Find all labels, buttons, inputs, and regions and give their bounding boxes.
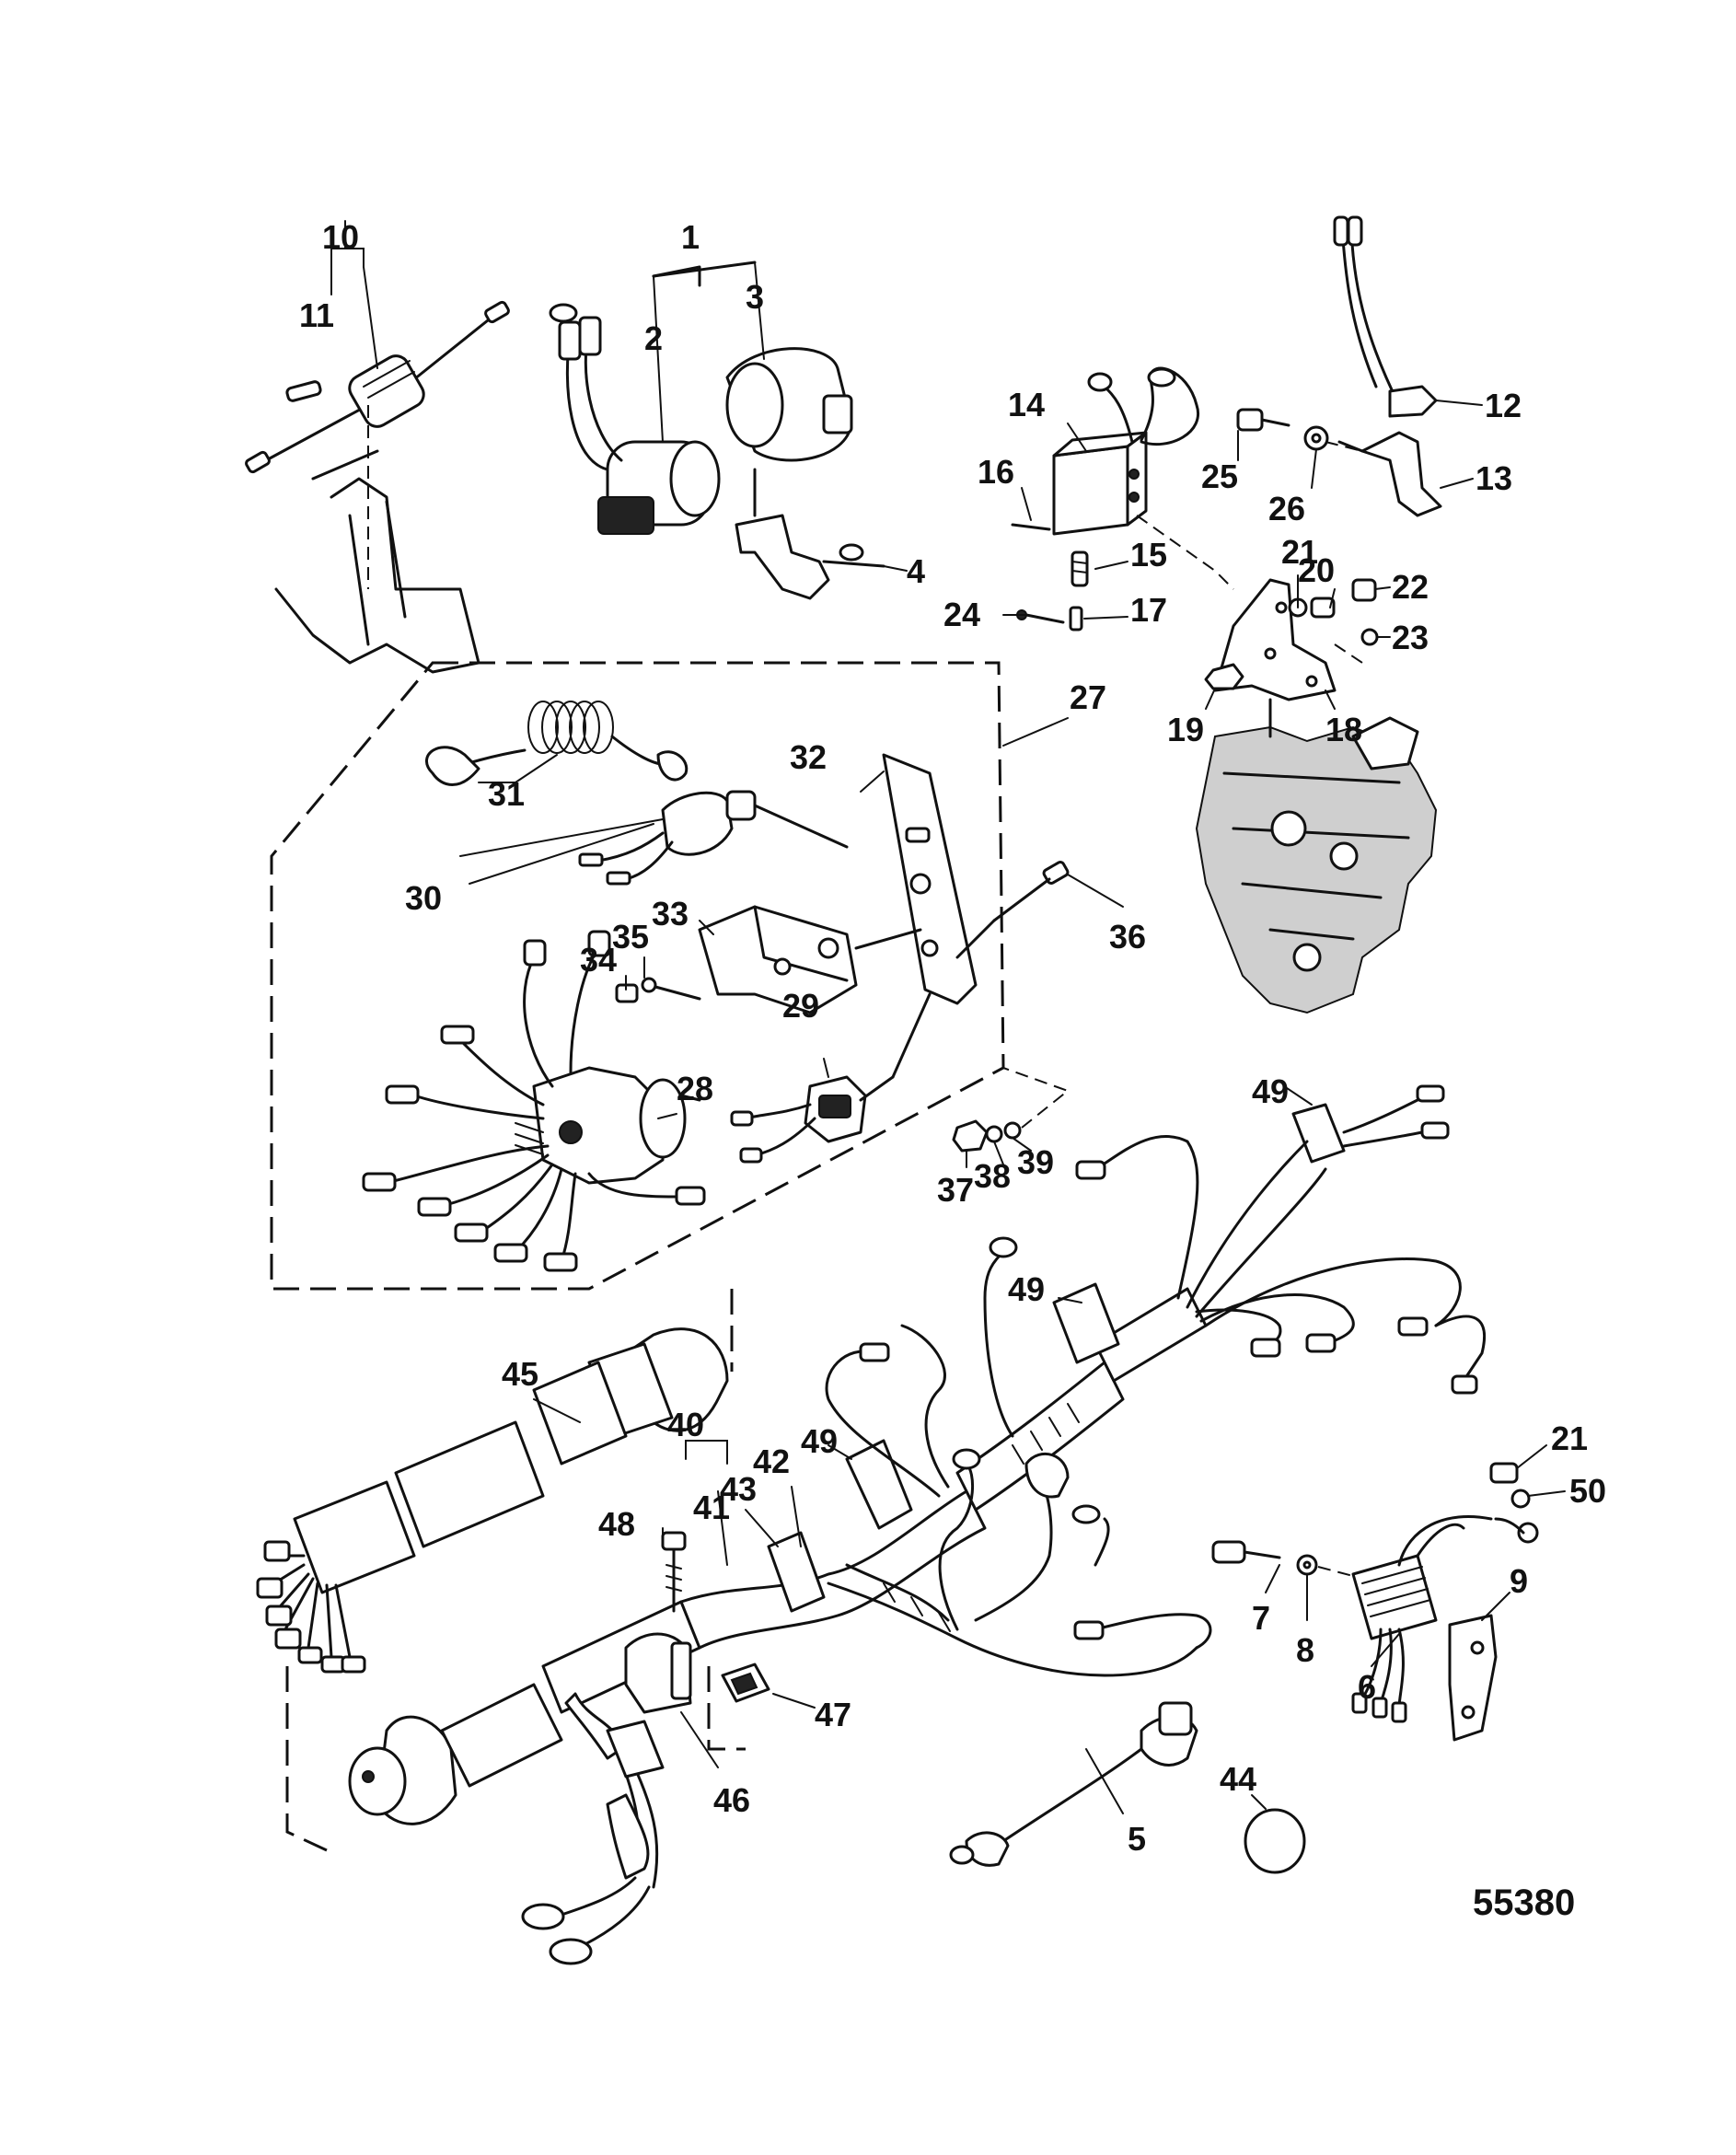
callout-30: 30 — [405, 879, 442, 917]
callout-labels: 1 2 3 4 5 6 7 8 9 10 11 12 13 14 15 16 1… — [299, 218, 1606, 1858]
part-28-ignition-switch — [362, 930, 706, 1272]
callout-29: 29 — [782, 987, 819, 1025]
callout-3: 3 — [746, 278, 764, 316]
callout-1: 1 — [681, 218, 700, 256]
callout-25: 25 — [1201, 458, 1238, 495]
callout-7: 7 — [1252, 1599, 1270, 1637]
part-44-plug — [1244, 1808, 1306, 1874]
callout-18: 18 — [1325, 711, 1362, 748]
part-14-switch-box — [1011, 366, 1234, 631]
callout-40: 40 — [667, 1406, 704, 1443]
part-18-mounting-bracket — [1204, 578, 1379, 701]
callout-37: 37 — [937, 1171, 974, 1209]
callout-11: 11 — [299, 296, 334, 334]
part-33-bracket — [698, 905, 922, 1014]
callout-31: 31 — [488, 775, 525, 813]
callout-45: 45 — [502, 1355, 538, 1393]
part-6-rectifier — [1211, 1462, 1539, 1742]
callout-42: 42 — [753, 1442, 790, 1480]
callout-20: 20 — [1298, 551, 1335, 589]
callout-16: 16 — [978, 453, 1014, 491]
callout-49-top: 49 — [1252, 1072, 1289, 1110]
callout-22: 22 — [1392, 568, 1429, 606]
part-45-extension-harness — [256, 1289, 734, 1674]
callout-9: 9 — [1510, 1562, 1528, 1600]
callout-26: 26 — [1268, 490, 1305, 527]
part-27-panel-kit-outline — [270, 661, 1005, 1291]
callout-48: 48 — [598, 1505, 635, 1543]
callout-2: 2 — [644, 319, 663, 357]
leader-lines — [330, 220, 1566, 1814]
callout-32: 32 — [790, 738, 827, 776]
callout-24: 24 — [943, 596, 980, 633]
part-30-stop-switch — [578, 790, 849, 886]
part-10-fuse-holder — [245, 300, 510, 674]
part-36-screw — [955, 861, 1070, 959]
callout-50: 50 — [1569, 1472, 1606, 1510]
part-5-ground-lead — [949, 1701, 1198, 1867]
figure-number: 55380 — [1473, 1883, 1575, 1923]
callout-28: 28 — [677, 1070, 713, 1107]
callout-36: 36 — [1109, 918, 1146, 956]
callout-33: 33 — [652, 895, 689, 933]
callout-19: 19 — [1167, 711, 1204, 748]
engine-block — [1195, 698, 1438, 1014]
callout-39: 39 — [1017, 1143, 1054, 1181]
part-32-mounting-plate — [882, 753, 978, 1005]
callout-8: 8 — [1296, 1631, 1314, 1669]
callout-27: 27 — [1070, 678, 1106, 716]
callout-15: 15 — [1130, 536, 1167, 574]
callout-6: 6 — [1358, 1668, 1376, 1706]
callout-21: 21 — [1281, 533, 1318, 571]
callout-10: 10 — [322, 218, 359, 256]
callout-17: 17 — [1130, 591, 1167, 629]
callout-44: 44 — [1220, 1760, 1256, 1798]
callout-35: 35 — [612, 918, 649, 956]
callout-5: 5 — [1128, 1820, 1146, 1858]
part-29-toggle-switch — [730, 992, 932, 1164]
part-12-switch — [1236, 215, 1442, 517]
callout-13: 13 — [1476, 459, 1512, 497]
callout-43: 43 — [720, 1470, 757, 1508]
callout-34: 34 — [580, 941, 617, 979]
part-1-solenoid-assembly — [549, 261, 885, 600]
callout-23: 23 — [1392, 619, 1429, 656]
callout-4: 4 — [907, 552, 925, 590]
part-40-engine-harness — [285, 1084, 1487, 1965]
callout-46: 46 — [713, 1781, 750, 1819]
part-37-nut — [952, 1067, 1071, 1153]
callout-49-lower: 49 — [801, 1422, 838, 1460]
callout-38: 38 — [974, 1157, 1011, 1195]
callout-12: 12 — [1485, 387, 1522, 424]
part-34-screw — [615, 977, 701, 1003]
callout-41: 41 — [693, 1489, 730, 1526]
callout-14: 14 — [1008, 386, 1045, 423]
callout-47: 47 — [815, 1696, 851, 1733]
callout-21-lower: 21 — [1551, 1419, 1588, 1457]
part-31-lanyard — [425, 701, 689, 786]
callout-49-middle: 49 — [1008, 1270, 1045, 1308]
